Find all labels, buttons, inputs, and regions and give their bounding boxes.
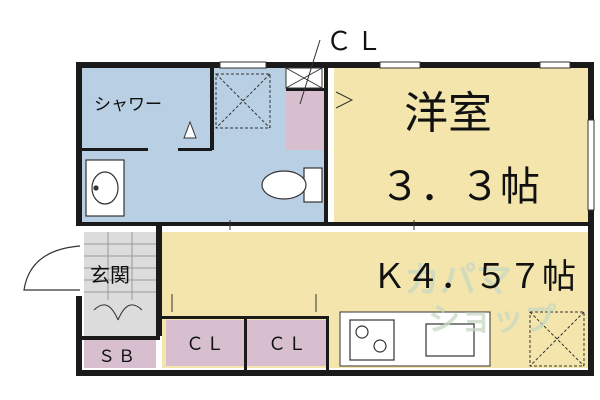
outer-walls (76, 62, 594, 376)
closet-2-fill (246, 320, 326, 366)
entrance-label: 玄関 (90, 263, 130, 287)
entrance-closet-doors (93, 304, 143, 321)
entrance-door (23, 245, 81, 291)
interior-walls (80, 66, 592, 370)
room-door-marker (335, 91, 354, 109)
top-closet-vent (285, 67, 323, 89)
top-closet-fill (286, 90, 326, 150)
watermark-line-2: ショップ (428, 300, 557, 338)
shower-label: シャワー (94, 95, 162, 115)
washbasin-icon (85, 159, 125, 217)
shoe-box-fill (84, 340, 156, 368)
hall-fill (212, 66, 286, 150)
western-room-size-label: ３．３帖 (380, 164, 540, 210)
closet-2-label: ＣＬ (268, 334, 308, 355)
sink-icon (425, 323, 475, 357)
window-right (587, 119, 595, 211)
western-room-fill (334, 66, 590, 224)
kitchen-size-label: Ｋ４．５７帖 (372, 257, 576, 297)
top-cl-label: ＣＬ (326, 27, 386, 57)
watermark: カパマ ショップ (404, 260, 557, 338)
entrance-fill (84, 232, 156, 336)
window-top-shower (219, 61, 267, 69)
closet-1-fill (166, 320, 246, 366)
window-top-room (379, 61, 421, 69)
shower-faucet-icon (183, 120, 197, 139)
watermark-line-1: カパマ (404, 260, 512, 301)
entrance-tile-pattern (84, 232, 156, 300)
closet-1-label: ＣＬ (186, 334, 226, 355)
kitchen-door-markers (171, 220, 415, 312)
toilet-icon (261, 167, 323, 203)
shoe-box-label: ＳＢ (98, 347, 138, 367)
kitchen-fan-box (529, 311, 585, 367)
western-room-label: 洋室 (404, 88, 492, 139)
stove-icon (349, 319, 395, 361)
window-top-room-2 (539, 61, 571, 69)
shower-fan-box (215, 73, 271, 129)
cl-leader-line (299, 39, 321, 105)
